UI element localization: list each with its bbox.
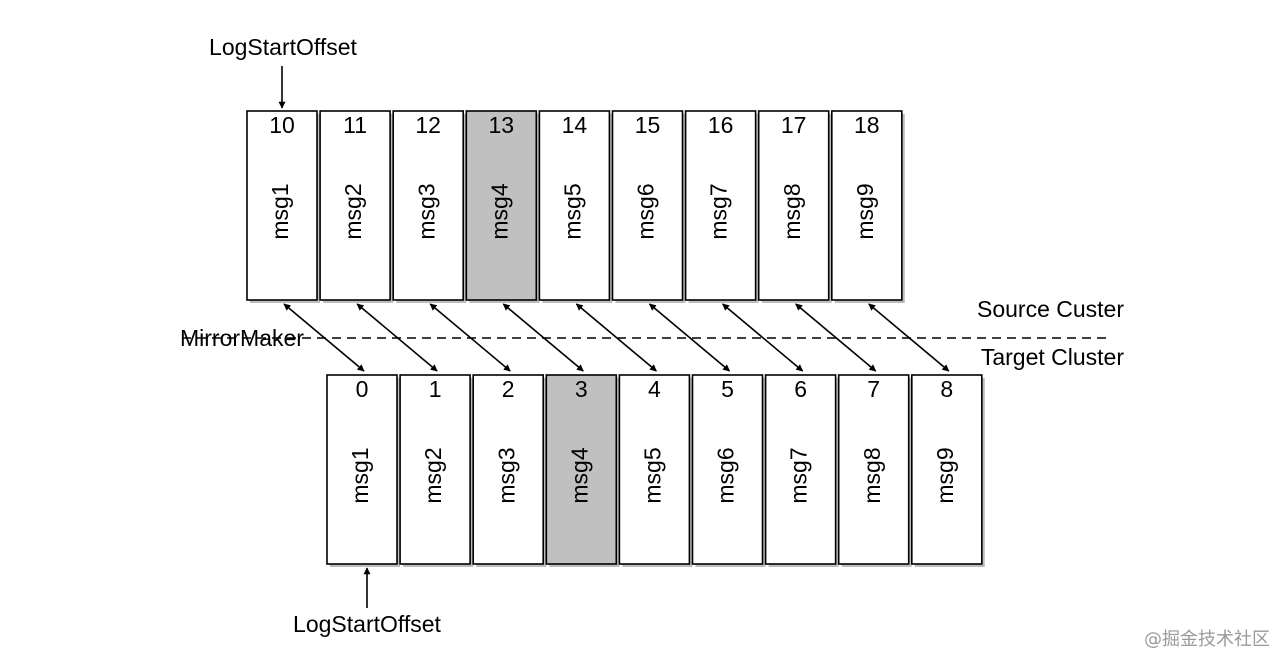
mirror-arrow: [283, 303, 365, 372]
message-label: msg4: [486, 183, 512, 239]
target-message-cell: 0 msg1: [326, 374, 400, 567]
mirror-arrow: [648, 303, 731, 372]
source-message-cell: 12 msg3: [392, 110, 467, 303]
cell-box: [764, 374, 837, 565]
highlighted-cell-box: [465, 110, 538, 301]
offset-label: 4: [648, 376, 661, 402]
source-message-cell: 13 msg4: [465, 110, 540, 303]
mirror-arrow: [356, 303, 438, 372]
message-label: msg5: [559, 183, 585, 239]
cell-box: [611, 110, 684, 301]
cell-box: [837, 374, 910, 565]
target-message-cell: 8 msg9: [910, 374, 985, 567]
target-logstartoffset-label: LogStartOffset: [293, 611, 441, 637]
message-label: msg8: [859, 447, 885, 503]
cell-box: [472, 374, 545, 565]
source-message-cell: 16 msg7: [684, 110, 759, 303]
mirror-arrow: [429, 303, 511, 372]
message-label: msg6: [633, 183, 659, 239]
offset-label: 0: [356, 376, 369, 402]
cell-box: [830, 110, 903, 301]
offset-label: 2: [502, 376, 515, 402]
cell-box: [319, 110, 391, 301]
mirror-arrow: [795, 303, 877, 372]
offset-label: 7: [867, 376, 880, 402]
mirrormaker-label: MirrorMaker: [180, 325, 304, 351]
mirror-arrow: [722, 303, 804, 372]
target-message-cell: 4 msg5: [618, 374, 693, 567]
cell-box: [757, 110, 830, 301]
message-label: msg7: [706, 183, 732, 239]
cell-box: [399, 374, 471, 565]
mirror-arrows: [283, 303, 950, 372]
source-partition-log: 10 msg1 11 msg2 12 msg3 13 msg4 14 msg5 15 msg6 16 ms…: [246, 110, 905, 303]
cell-box: [538, 110, 611, 301]
cell-box: [684, 110, 757, 301]
message-label: msg1: [347, 447, 373, 503]
source-cluster-label: Source Custer: [977, 296, 1124, 322]
offset-label: 11: [343, 112, 367, 138]
source-message-cell: 15 msg6: [611, 110, 686, 303]
target-message-cell: 5 msg6: [691, 374, 766, 567]
cell-box: [910, 374, 983, 565]
offset-label: 10: [269, 112, 295, 138]
offset-label: 6: [794, 376, 807, 402]
message-label: msg7: [786, 447, 812, 503]
offset-label: 16: [708, 112, 734, 138]
source-message-cell: 14 msg5: [538, 110, 613, 303]
source-logstartoffset-label: LogStartOffset: [209, 34, 357, 60]
offset-label: 14: [562, 112, 588, 138]
target-message-cell: 7 msg8: [837, 374, 912, 567]
cell-box: [392, 110, 465, 301]
mirror-arrow: [502, 303, 584, 372]
target-cluster-label: Target Cluster: [981, 344, 1125, 370]
offset-label: 1: [429, 376, 442, 402]
message-label: msg9: [932, 447, 958, 503]
message-label: msg2: [340, 183, 366, 239]
target-message-cell: 1 msg2: [399, 374, 474, 567]
message-label: msg6: [713, 447, 739, 503]
message-label: msg3: [413, 183, 439, 239]
source-message-cell: 10 msg1: [246, 110, 320, 303]
cell-box: [246, 110, 318, 301]
message-label: msg4: [566, 447, 592, 503]
source-message-cell: 11 msg2: [319, 110, 394, 303]
cell-box: [326, 374, 398, 565]
message-label: msg8: [779, 183, 805, 239]
target-message-cell: 3 msg4: [545, 374, 620, 567]
offset-label: 3: [575, 376, 588, 402]
target-message-cell: 2 msg3: [472, 374, 547, 567]
highlighted-cell-box: [545, 374, 618, 565]
offset-label: 18: [854, 112, 880, 138]
cell-box: [691, 374, 764, 565]
mirror-arrow: [868, 303, 950, 372]
source-message-cell: 17 msg8: [757, 110, 832, 303]
target-partition-log: 0 msg1 1 msg2 2 msg3 3 msg4 4 msg5 5 msg6 6 msg7 7 msg8…: [326, 374, 985, 567]
message-label: msg9: [852, 183, 878, 239]
message-label: msg1: [267, 183, 293, 239]
message-label: msg3: [493, 447, 519, 503]
message-label: msg5: [639, 447, 665, 503]
watermark-text: @掘金技术社区: [1144, 629, 1270, 650]
mirror-arrow: [575, 303, 657, 372]
offset-label: 5: [721, 376, 734, 402]
offset-label: 17: [781, 112, 807, 138]
offset-label: 15: [635, 112, 661, 138]
offset-label: 12: [415, 112, 441, 138]
target-message-cell: 6 msg7: [764, 374, 839, 567]
offset-label: 13: [489, 112, 515, 138]
source-message-cell: 18 msg9: [830, 110, 905, 303]
offset-label: 8: [940, 376, 953, 402]
cell-box: [618, 374, 691, 565]
message-label: msg2: [420, 447, 446, 503]
